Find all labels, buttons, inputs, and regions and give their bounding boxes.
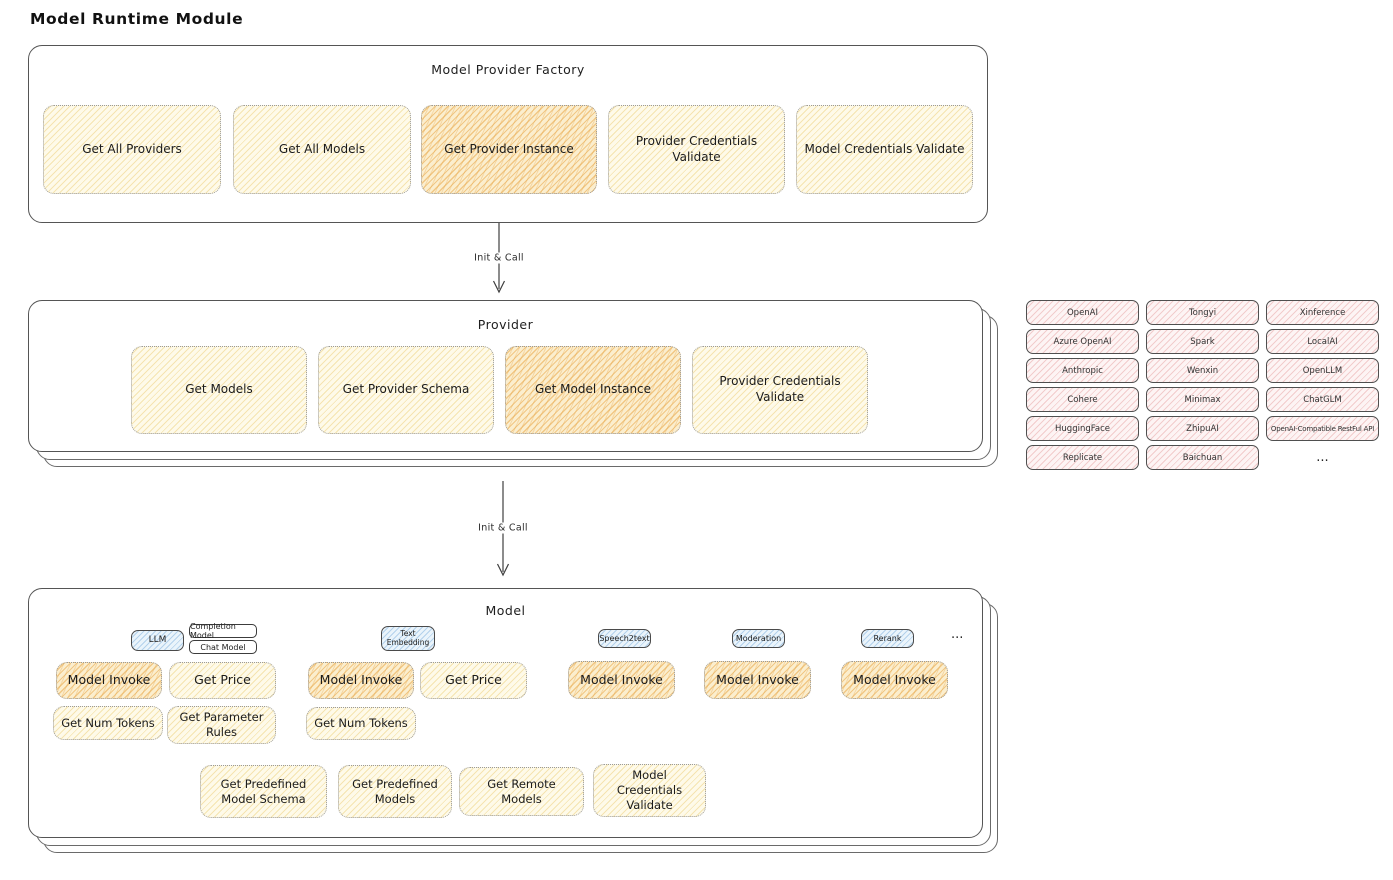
model-box: Model LLM Completion Model Chat Model Te… <box>28 588 998 853</box>
model-box-main: Model LLM Completion Model Chat Model Te… <box>28 588 983 838</box>
node-get-provider-schema: Get Provider Schema <box>318 346 494 434</box>
node-get-remote-models: Get Remote Models <box>459 767 584 816</box>
provider-chip-baichuan: Baichuan <box>1146 445 1259 470</box>
node-get-model-instance: Get Model Instance <box>505 346 681 434</box>
factory-title: Model Provider Factory <box>431 62 585 77</box>
node-get-provider-instance: Get Provider Instance <box>421 105 597 194</box>
provider-chip-xinference: Xinference <box>1266 300 1379 325</box>
tag-text-embedding: Text Embedding <box>381 626 435 651</box>
model-title: Model <box>485 603 526 618</box>
node-embedding-model-invoke: Model Invoke <box>308 662 414 699</box>
provider-chip-openai-compatible: OpenAI-Compatible RestFul API <box>1266 416 1379 441</box>
arrow2-label: Init & Call <box>474 522 532 534</box>
provider-box: Provider Get Models Get Provider Schema … <box>28 300 998 467</box>
node-llm-get-num-tokens: Get Num Tokens <box>53 706 163 740</box>
node-embedding-get-price: Get Price <box>420 662 527 699</box>
provider-chip-replicate: Replicate <box>1026 445 1139 470</box>
model-tags-ellipsis: ... <box>951 627 964 642</box>
node-llm-model-invoke: Model Invoke <box>56 662 162 699</box>
tag-speech2text: Speech2text <box>598 629 651 648</box>
node-model-credentials-validate-2: Model Credentials Validate <box>593 764 706 817</box>
provider-list-ellipsis: ... <box>1316 450 1329 465</box>
node-provider-credentials-validate-2: Provider Credentials Validate <box>692 346 868 434</box>
node-get-all-models: Get All Models <box>233 105 411 194</box>
provider-chip-openllm: OpenLLM <box>1266 358 1379 383</box>
provider-chip-azure-openai: Azure OpenAI <box>1026 329 1139 354</box>
tag-moderation: Moderation <box>732 629 785 648</box>
provider-chip-cohere: Cohere <box>1026 387 1139 412</box>
arrow1-label: Init & Call <box>470 252 528 264</box>
provider-title: Provider <box>477 317 534 332</box>
provider-box-main: Provider Get Models Get Provider Schema … <box>28 300 983 452</box>
provider-chip-minimax: Minimax <box>1146 387 1259 412</box>
provider-chip-tongyi: Tongyi <box>1146 300 1259 325</box>
node-speech2text-model-invoke: Model Invoke <box>568 661 675 699</box>
node-provider-credentials-validate: Provider Credentials Validate <box>608 105 785 194</box>
node-get-all-providers: Get All Providers <box>43 105 221 194</box>
tag-chat-model: Chat Model <box>189 640 257 654</box>
node-llm-get-price: Get Price <box>169 662 276 699</box>
provider-chip-anthropic: Anthropic <box>1026 358 1139 383</box>
provider-chip-huggingface: HuggingFace <box>1026 416 1139 441</box>
node-embedding-get-num-tokens: Get Num Tokens <box>306 707 416 740</box>
node-get-models: Get Models <box>131 346 307 434</box>
provider-chip-chatglm: ChatGLM <box>1266 387 1379 412</box>
provider-chip-zhipuai: ZhipuAI <box>1146 416 1259 441</box>
node-get-predefined-model-schema: Get Predefined Model Schema <box>200 765 327 818</box>
provider-chip-openai: OpenAI <box>1026 300 1139 325</box>
node-get-predefined-models: Get Predefined Models <box>338 765 452 818</box>
tag-completion-model: Completion Model <box>189 622 257 640</box>
node-rerank-model-invoke: Model Invoke <box>841 661 948 699</box>
tag-llm: LLM <box>131 630 184 651</box>
tag-rerank: Rerank <box>861 629 914 648</box>
provider-chip-spark: Spark <box>1146 329 1259 354</box>
factory-box: Model Provider Factory Get All Providers… <box>28 45 988 223</box>
provider-chip-wenxin: Wenxin <box>1146 358 1259 383</box>
node-llm-get-parameter-rules: Get Parameter Rules <box>167 706 276 744</box>
node-moderation-model-invoke: Model Invoke <box>704 661 811 699</box>
node-model-credentials-validate: Model Credentials Validate <box>796 105 973 194</box>
provider-list: OpenAI Tongyi Xinference Azure OpenAI Sp… <box>1026 300 1379 470</box>
provider-chip-localai: LocalAI <box>1266 329 1379 354</box>
page-title: Model Runtime Module <box>30 10 244 28</box>
